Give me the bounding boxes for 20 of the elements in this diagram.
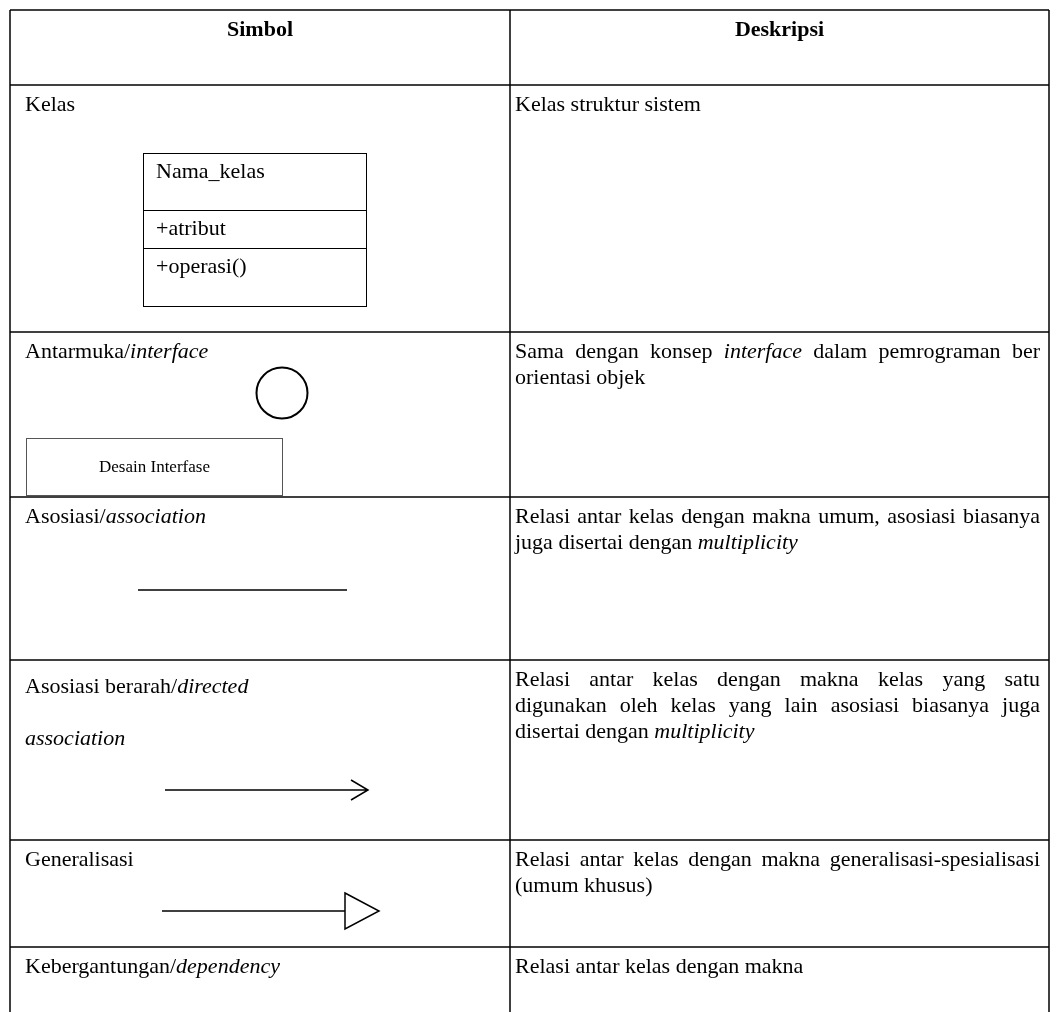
operation-compartment: +operasi() xyxy=(144,248,366,305)
column-header: Deskripsi xyxy=(733,16,826,42)
description-text: Relasi antar kelas dengan makna umum, asosiasi biasanya juga disertai dengan multiplicity xyxy=(515,503,1040,555)
description-text: Kelas struktur sistem xyxy=(515,91,702,117)
symbol-name: Generalisasi xyxy=(25,846,135,872)
class-box xyxy=(143,153,367,307)
interface-circle xyxy=(255,366,309,420)
description-text: Relasi antar kelas dengan makna xyxy=(515,953,805,979)
description-text: Relasi antar kelas dengan makna generalisasi-spesialisasi (umum khusus) xyxy=(515,846,1040,898)
symbol-name: Antarmuka/interface xyxy=(25,338,210,364)
symbol-name: Asosiasi berarah/directed association xyxy=(25,672,250,752)
interface-box: Desain Interfase xyxy=(26,438,283,496)
description-text: Sama dengan konsep interface dalam pemrograman ber orientasi objek xyxy=(515,338,1040,390)
symbol-name: Kelas xyxy=(25,91,77,117)
class-name-compartment: Nama_kelas xyxy=(155,157,266,185)
column-header: Simbol xyxy=(226,16,294,42)
attribute-compartment: +atribut xyxy=(144,210,366,248)
symbol-name: Asosiasi/association xyxy=(25,503,207,529)
symbol-name: Kebergantungan/dependency xyxy=(25,953,281,979)
description-text: Relasi antar kelas dengan makna kelas yang satu digunakan oleh kelas yang lain asosiasi biasanya juga disertai dengan multiplicity xyxy=(515,666,1040,744)
